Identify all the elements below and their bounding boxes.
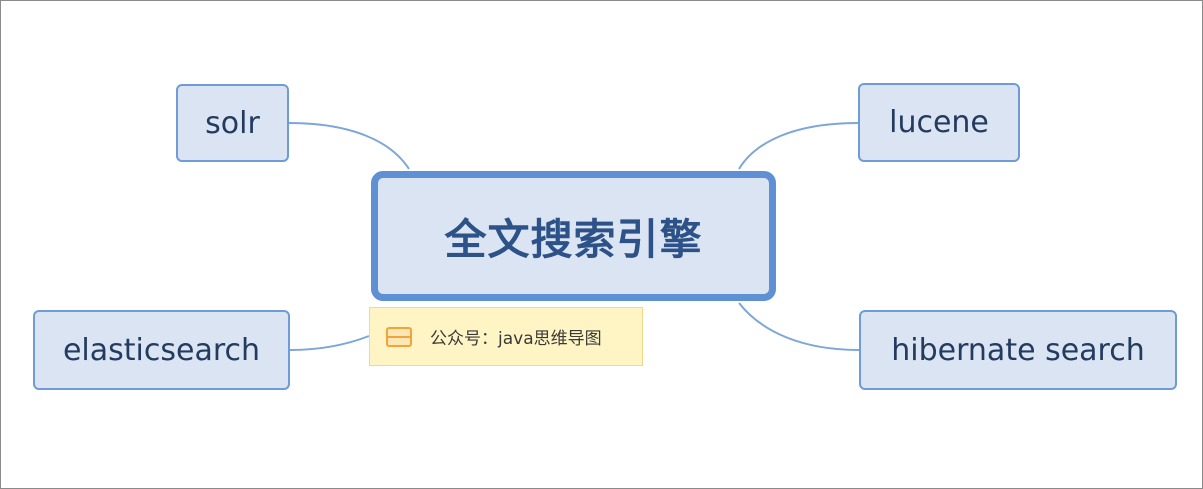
connector-hibernate-search [738, 302, 860, 351]
connector-lucene [738, 122, 859, 170]
branch-node-elasticsearch[interactable]: elasticsearch [33, 310, 290, 390]
central-node[interactable]: 全文搜索引擎 [371, 171, 776, 301]
note-icon [386, 326, 412, 347]
branch-node-solr[interactable]: solr [176, 84, 289, 162]
note-text: 公众号：java思维导图 [430, 329, 602, 349]
connector-elasticsearch [289, 335, 370, 351]
branch-node-hibernate-search[interactable]: hibernate search [859, 310, 1177, 390]
note-callout[interactable]: 公众号：java思维导图 [369, 307, 643, 366]
connector-solr [288, 122, 410, 170]
branch-node-lucene[interactable]: lucene [858, 83, 1020, 162]
